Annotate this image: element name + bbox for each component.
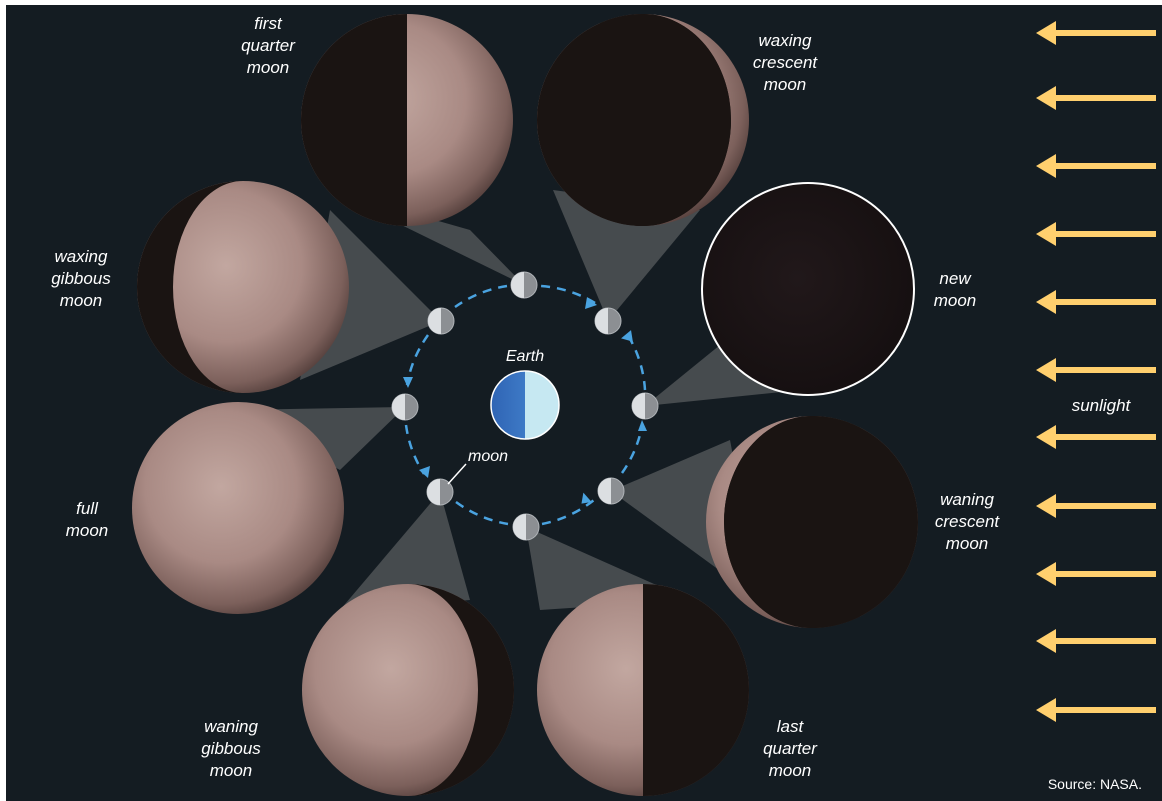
orbit-moon-new	[631, 392, 659, 420]
label-moon: moon	[467, 448, 509, 465]
orbit-arrowheads	[403, 297, 647, 504]
moon-new	[701, 182, 915, 396]
sun-arrow	[1036, 21, 1156, 45]
orbit-moon-first-quarter	[510, 271, 538, 299]
beam-waning-gibbous	[340, 492, 470, 610]
sun-arrow	[1036, 290, 1156, 314]
orbit-moon-waning-crescent	[597, 477, 625, 505]
moon-waning-crescent	[706, 416, 918, 628]
sun-arrow	[1036, 562, 1156, 586]
label-waning-crescent: waning crescent moon	[934, 490, 1000, 553]
orbit-moon-waxing-gibbous	[427, 307, 455, 335]
source-credit: Source: NASA.	[1047, 776, 1142, 792]
sun-arrow	[1036, 494, 1156, 518]
orbit-moon-last-quarter	[512, 513, 540, 541]
orbit-moons	[391, 271, 659, 541]
moon-waning-gibbous	[302, 584, 514, 796]
label-waning-gibbous: waning gibbous moon	[201, 717, 261, 780]
label-earth: Earth	[505, 348, 545, 365]
sun-arrow	[1036, 358, 1156, 382]
sun-arrow	[1036, 222, 1156, 246]
sun-arrow	[1036, 154, 1156, 178]
sun-arrow	[1036, 86, 1156, 110]
sun-arrow	[1036, 425, 1156, 449]
moon-first-quarter	[301, 14, 513, 226]
label-new-moon: new moon	[933, 269, 977, 310]
orbit-moon-waxing-crescent	[594, 307, 622, 335]
label-waxing-crescent: waxing crescent moon	[752, 31, 818, 94]
label-waxing-gibbous: waxing gibbous moon	[51, 247, 111, 310]
label-first-quarter: first quarter moon	[241, 14, 295, 77]
sunlight-arrows	[1036, 21, 1156, 722]
orbit-moon-full	[391, 393, 419, 421]
moon-last-quarter	[537, 584, 749, 796]
label-full-moon: full moon	[65, 499, 109, 540]
orbit-moon-waning-gibbous	[426, 478, 454, 506]
label-sunlight: sunlight	[1071, 396, 1131, 415]
moon-waxing-gibbous	[137, 181, 349, 393]
sun-arrow	[1036, 698, 1156, 722]
moon-full	[132, 402, 344, 614]
earth	[490, 370, 560, 440]
moon-pointer-line	[447, 463, 467, 485]
moon-waxing-crescent	[537, 14, 749, 226]
label-last-quarter: last quarter moon	[763, 717, 817, 780]
sun-arrow	[1036, 629, 1156, 653]
